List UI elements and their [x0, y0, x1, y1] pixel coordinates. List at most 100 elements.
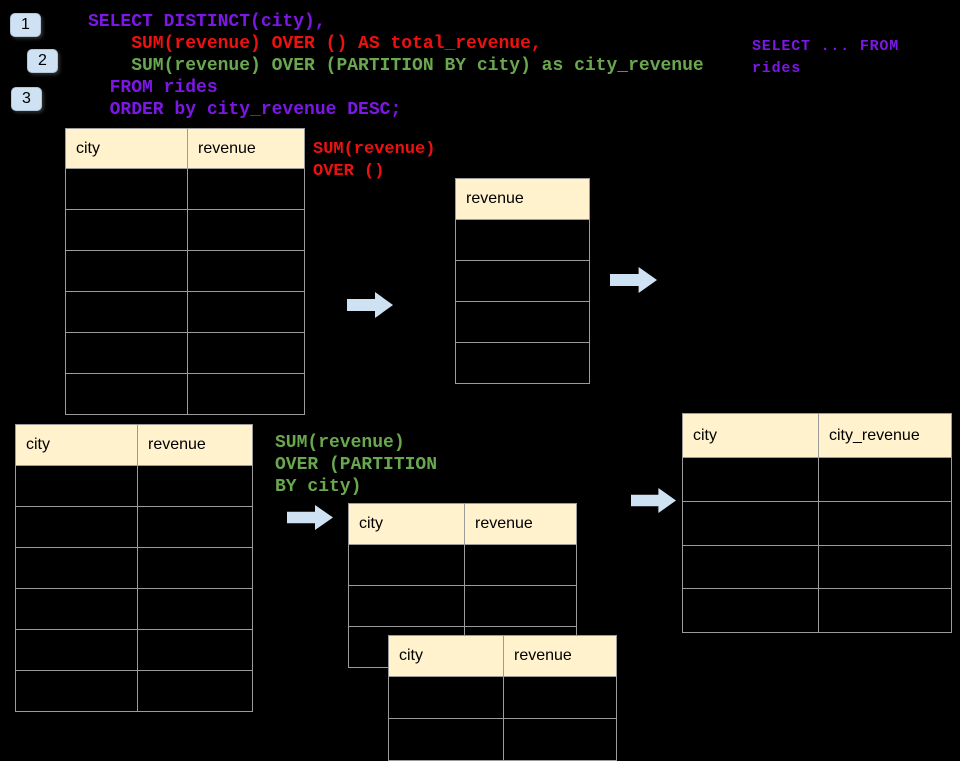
step-badge-3-label: 3	[22, 90, 31, 107]
table-row	[16, 670, 252, 711]
code-line: SELECT DISTINCT(city),	[88, 12, 326, 32]
table-cell	[818, 501, 951, 545]
flow-arrow-icon	[287, 505, 333, 530]
table-row	[456, 342, 589, 383]
table-cell	[16, 589, 137, 629]
table-cell	[187, 333, 304, 373]
table-cell	[137, 589, 252, 629]
code-line: FROM rides	[88, 78, 218, 98]
table-row	[16, 547, 252, 588]
table-cell	[137, 507, 252, 547]
total-revenue-annotation: SUM(revenue)OVER ()	[313, 139, 435, 183]
column-header: city	[76, 139, 100, 157]
table-cell	[16, 630, 137, 670]
table-cell	[503, 719, 616, 760]
code-line: BY city)	[275, 477, 362, 497]
table-revenue-only: revenue	[455, 178, 590, 384]
table-cell	[66, 333, 187, 373]
table-cell	[187, 169, 304, 209]
table-cell	[66, 169, 187, 209]
table-cell	[456, 302, 589, 342]
table-row	[16, 466, 252, 506]
column-header: city	[399, 647, 423, 664]
table-cell	[683, 458, 818, 501]
table-cell	[137, 630, 252, 670]
column-header: city_revenue	[818, 414, 951, 457]
slide-canvas: 1 2 3 SELECT DISTINCT(city), SUM(revenue…	[10, 11, 952, 761]
table-cell	[137, 548, 252, 588]
table-cell	[187, 292, 304, 332]
step-badge-2-label: 2	[38, 52, 47, 69]
table-cell	[349, 586, 464, 626]
table-cell	[349, 545, 464, 585]
table-row	[66, 332, 304, 373]
column-header: city	[26, 436, 50, 453]
table-row	[66, 291, 304, 332]
table-cell	[818, 545, 951, 589]
table-row	[66, 169, 304, 209]
table-row	[349, 545, 576, 585]
code-line: rides	[752, 60, 802, 77]
table-cell	[137, 466, 252, 506]
code-line: SELECT ... FROM	[752, 38, 900, 55]
table-row	[683, 588, 951, 632]
table-body	[66, 169, 304, 414]
table-row	[389, 677, 616, 718]
table-cell	[503, 677, 616, 718]
table-row	[16, 506, 252, 547]
table-body	[683, 458, 951, 632]
table-cell	[464, 545, 576, 585]
table-header-row: city revenue	[349, 504, 576, 545]
sql-query-code: SELECT DISTINCT(city), SUM(revenue) OVER…	[88, 11, 704, 121]
table-cell	[456, 261, 589, 301]
table-row	[683, 500, 951, 545]
table-row	[683, 458, 951, 501]
table-row	[456, 260, 589, 301]
column-header: revenue	[466, 190, 524, 207]
table-row	[66, 373, 304, 414]
flow-arrow-icon	[347, 292, 393, 318]
table-row	[683, 544, 951, 589]
table-row	[389, 718, 616, 760]
table-cell	[66, 251, 187, 291]
column-header: revenue	[464, 504, 576, 544]
step-badge-1: 1	[10, 13, 41, 37]
table-cell	[818, 458, 951, 501]
table-cell	[16, 507, 137, 547]
table-row	[349, 585, 576, 626]
code-line: SUM(revenue) OVER (PARTITION BY city) as…	[88, 56, 704, 76]
table-cell	[683, 502, 818, 545]
table-body	[389, 677, 616, 760]
table-cell	[683, 546, 818, 589]
table-cell	[818, 589, 951, 632]
table-body	[456, 220, 589, 383]
table-cell	[66, 292, 187, 332]
table-cell	[683, 589, 818, 632]
table-cell	[389, 719, 503, 760]
step-badge-3: 3	[11, 87, 42, 111]
table-cell	[464, 586, 576, 626]
table-cell	[137, 671, 252, 711]
column-header: revenue	[137, 425, 252, 465]
table-row	[456, 301, 589, 342]
table-row	[16, 629, 252, 670]
step-badge-1-label: 1	[21, 16, 30, 33]
table-cell	[456, 220, 589, 260]
code-line: SUM(revenue) OVER () AS total_revenue,	[88, 34, 542, 54]
step-badge-2: 2	[27, 49, 58, 73]
table-cell	[187, 374, 304, 414]
table-body	[16, 466, 252, 711]
code-line: OVER (PARTITION	[275, 455, 438, 475]
table-cell	[389, 677, 503, 718]
table-header-row: city revenue	[16, 425, 252, 466]
table-cell	[456, 343, 589, 383]
table-row	[66, 250, 304, 291]
table-cell	[66, 374, 187, 414]
table-cell	[16, 671, 137, 711]
column-header: city	[359, 515, 383, 532]
